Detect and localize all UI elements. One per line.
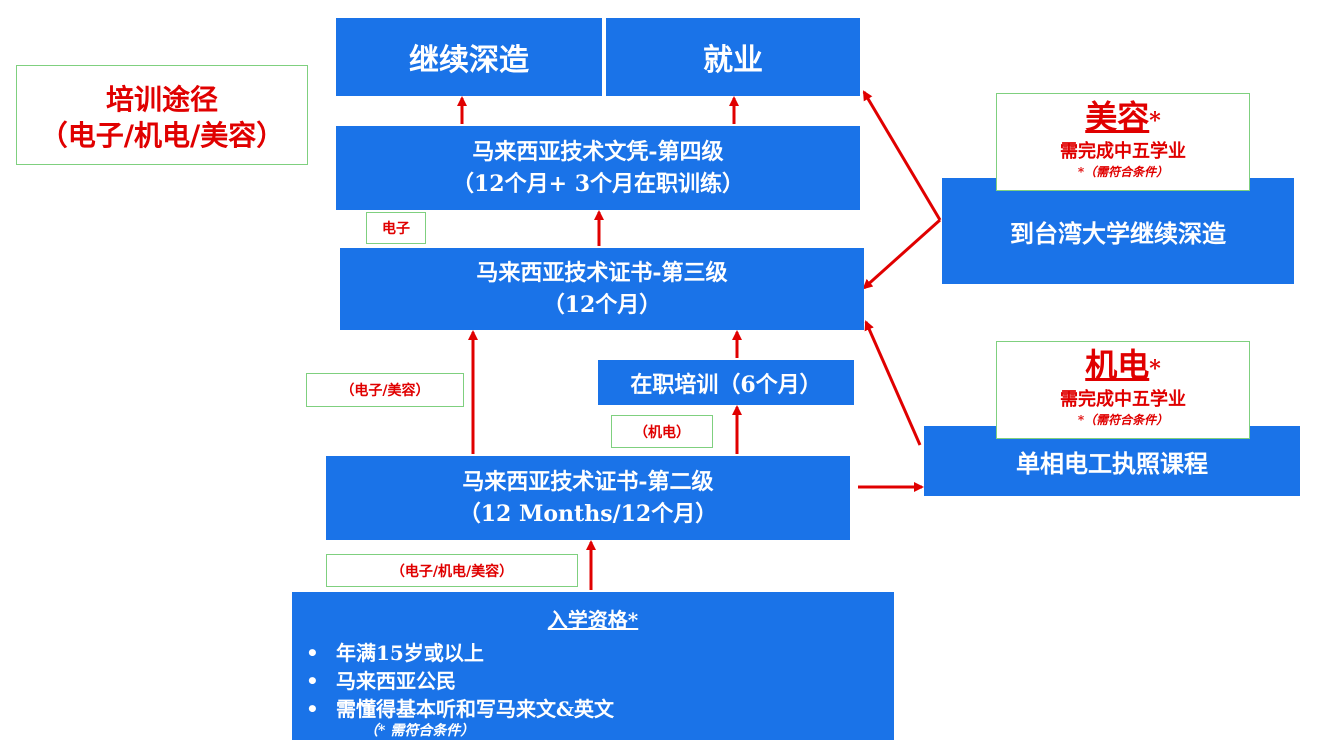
mechatronics-note-condition: *（需符合条件） [1077,413,1169,427]
level4-duration: （12个月+ 3个月在职训练） [451,171,745,197]
pathway-title-line2: （电子/机电/美容） [39,119,285,152]
employment-label: 就业 [703,43,763,78]
beauty-note-condition: *（需符合条件） [1077,165,1169,179]
mechatronics-note-title: 机电* [1085,346,1161,384]
pathway-title-line1: 培训途径 [105,83,218,116]
beauty-note-requirement: 需完成中五学业 [1060,141,1186,162]
entry-list: •年满15岁或以上 •马来西亚公民 •需懂得基本听和写马来文&英文 [292,639,894,723]
level3-duration: （12个月） [542,292,662,318]
entry-item: •马来西亚公民 [306,669,456,693]
beauty-note-title: 美容* [1085,98,1161,136]
further-study-box: 继续深造 [336,18,602,96]
mechatronics-note: 机电* 需完成中五学业 *（需符合条件） [996,341,1250,439]
entry-requirements-box: 入学资格* •年满15岁或以上 •马来西亚公民 •需懂得基本听和写马来文&英文 … [292,592,894,740]
entry-title: 入学资格* [547,608,639,632]
entry-item: •需懂得基本听和写马来文&英文 [306,697,615,721]
arrow-license-to-l3 [864,320,922,446]
ojt-box: 在职培训（6个月） [598,360,854,405]
ojt-label: 在职培训（6个月） [630,371,822,398]
level4-diploma-box: 马来西亚技术文凭-第四级 （12个月+ 3个月在职训练） [336,126,860,210]
arrow-taiwan-to-l3 [862,218,942,290]
tag-mechatronics: （机电） [611,415,713,448]
taiwan-study-label: 到台湾大学继续深造 [1010,218,1226,248]
arrow-taiwan-to-work [862,90,942,221]
entry-note: （* 需符合条件） [364,723,475,739]
pathway-title: 培训途径 （电子/机电/美容） [16,65,308,165]
tag-all-programs: （电子/机电/美容） [326,554,578,587]
tag-electronics-label: 电子 [382,221,410,237]
level3-certificate-box: 马来西亚技术证书-第三级 （12个月） [340,248,864,330]
entry-item: •年满15岁或以上 [306,641,484,665]
tag-all-programs-label: （电子/机电/美容） [390,563,514,580]
taiwan-study-box: 到台湾大学继续深造 [942,178,1294,284]
employment-box: 就业 [606,18,860,96]
tag-electronics-beauty: （电子/美容） [306,373,464,407]
level4-title: 马来西亚技术文凭-第四级 [472,139,724,165]
electrician-license-label: 单相电工执照课程 [1016,448,1208,478]
tag-mechatronics-label: （机电） [634,424,690,441]
tag-electronics: 电子 [366,212,426,244]
beauty-note: 美容* 需完成中五学业 *（需符合条件） [996,93,1250,191]
level2-title: 马来西亚技术证书-第二级 [462,469,714,495]
tag-electronics-beauty-label: （电子/美容） [340,383,430,399]
mechatronics-note-requirement: 需完成中五学业 [1060,389,1186,410]
further-study-label: 继续深造 [409,43,529,78]
level3-title: 马来西亚技术证书-第三级 [476,260,728,286]
level2-certificate-box: 马来西亚技术证书-第二级 （12 Months/12个月） [326,456,850,540]
level2-duration: （12 Months/12个月） [458,501,718,527]
